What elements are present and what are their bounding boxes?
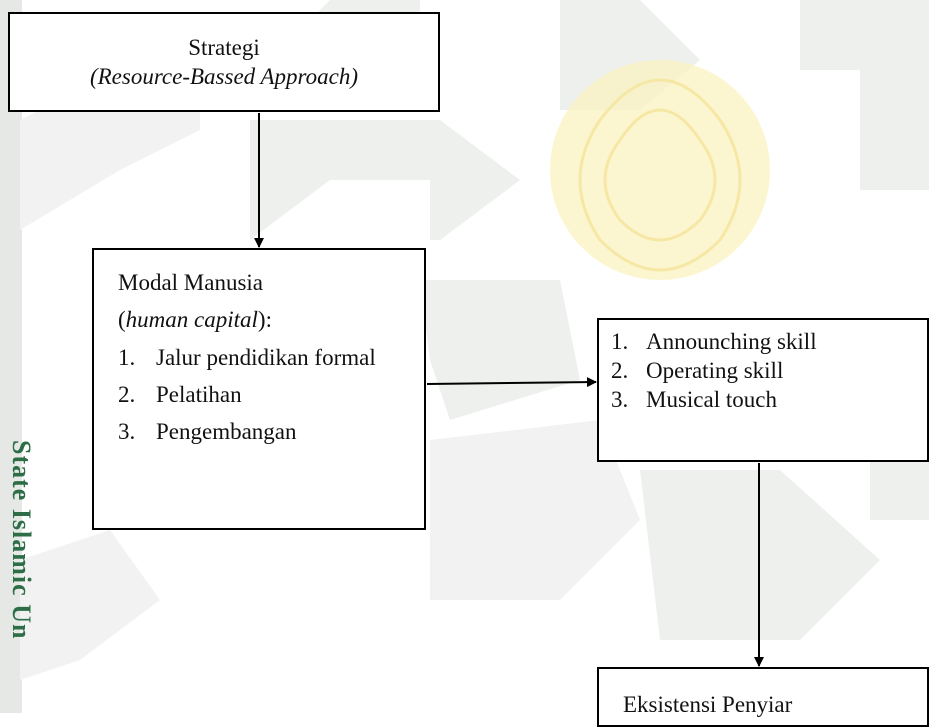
node-strategy: Strategi (Resource-Bassed Approach) xyxy=(8,12,440,112)
list-item-number: 1. xyxy=(118,344,136,370)
list-item: 2. Pelatihan xyxy=(118,376,424,413)
strategy-title: Strategi xyxy=(188,35,260,60)
strategy-subtitle: (Resource-Bassed Approach) xyxy=(89,63,359,89)
node-existence: Eksistensi Penyiar xyxy=(597,667,929,727)
list-item-text: Pengembangan xyxy=(156,419,297,444)
list-item-number: 1. xyxy=(611,329,629,354)
list-item-text: Jalur pendidikan formal xyxy=(156,344,376,370)
list-item-number: 2. xyxy=(118,381,136,407)
skills-list: 1. Announching skill 2. Operating skill 3.… xyxy=(611,328,927,414)
list-item-number: 2. xyxy=(611,357,629,383)
human-capital-title: Modal Manusia xyxy=(118,270,264,295)
list-item-number: 3. xyxy=(118,419,136,444)
term-open: ( xyxy=(118,307,126,333)
node-human-capital: Modal Manusia (human capital): 1. Jalur p… xyxy=(92,248,426,530)
list-item: 1. Jalur pendidikan formal xyxy=(118,339,424,376)
list-item-text: Operating skill xyxy=(646,357,784,383)
watermark-side-text: State Islamic Un xyxy=(7,440,36,640)
human-capital-list: 1. Jalur pendidikan formal 2. Pelatihan 3.… xyxy=(118,339,424,451)
list-item: 3. Pengembangan xyxy=(118,413,424,450)
list-item-text: Musical touch xyxy=(646,386,777,412)
list-item-number: 3. xyxy=(611,386,629,412)
existence-title: Eksistensi Penyiar xyxy=(623,692,793,717)
node-skills: 1. Announching skill 2. Operating skill 3.… xyxy=(597,318,929,462)
list-item-text: Announching skill xyxy=(646,329,817,354)
list-item: 2. Operating skill xyxy=(611,357,927,386)
list-item: 1. Announching skill xyxy=(611,328,927,357)
list-item-text: Pelatihan xyxy=(156,381,242,407)
list-item: 3. Musical touch xyxy=(611,386,927,415)
human-capital-term-line: (human capital): xyxy=(118,301,424,338)
term-close: ): xyxy=(257,307,272,333)
human-capital-term: human capital xyxy=(125,307,258,333)
